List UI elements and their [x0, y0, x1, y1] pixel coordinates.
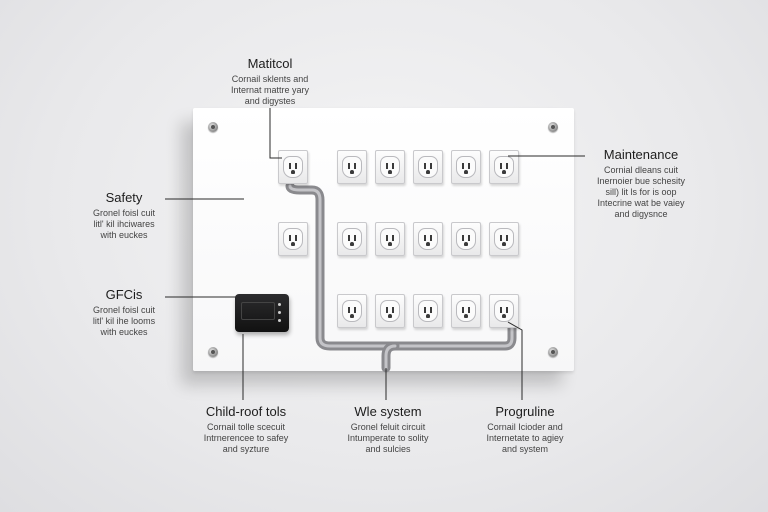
outlet-icon: [337, 294, 367, 328]
screw-icon: [208, 347, 218, 357]
outlet-icon: [375, 150, 405, 184]
outlet-icon: [375, 294, 405, 328]
callout-maintenance: Maintenance Cornial dleans cuit Inernoie…: [578, 147, 704, 220]
outlet-icon: [451, 222, 481, 256]
gfci-outlet-icon: [235, 294, 289, 332]
callout-description: Cornial dleans cuit Inernoier bue schesi…: [596, 165, 686, 219]
callout-title: GFCis: [105, 287, 143, 302]
outlet-icon: [451, 294, 481, 328]
gfci-indicator: [278, 311, 281, 314]
callout-description: Gronel feluit circuit Intumperate to sol…: [347, 422, 429, 454]
outlet-icon: [337, 150, 367, 184]
callout-title: Maintenance: [603, 147, 679, 162]
outlet-icon: [278, 222, 308, 256]
callout-title: Child-roof tols: [205, 404, 287, 419]
outlet-icon: [489, 222, 519, 256]
gfci-indicator: [278, 319, 281, 322]
screw-icon: [208, 122, 218, 132]
callout-title: Safety: [105, 190, 143, 205]
outlet-icon: [413, 150, 443, 184]
outlet-icon: [489, 294, 519, 328]
gfci-indicator: [278, 303, 281, 306]
outlet-icon: [413, 222, 443, 256]
callout-description: Cornail sklents and Internat mattre yary…: [230, 74, 310, 106]
callout-description: Cornail tolle scecuit Intrnerencee to sa…: [203, 422, 289, 454]
callout-top: Matitcol Cornail sklents and Internat ma…: [205, 56, 335, 107]
callout-gfcis: GFCis Gronel foisl cuit litl' kil ihe lo…: [66, 287, 182, 338]
callout-safety: Safety Gronel foisl cuit litl' kil ihciw…: [66, 190, 182, 241]
callout-title: Wle system: [354, 404, 422, 419]
outlet-icon: [451, 150, 481, 184]
outlet-icon: [413, 294, 443, 328]
callout-description: Gronel foisl cuit litl' kil ihe looms wi…: [92, 305, 156, 337]
outlet-icon: [337, 222, 367, 256]
outlet-icon: [375, 222, 405, 256]
gfci-test-button: [241, 302, 275, 320]
callout-progruline: Progruline Cornail Icioder and Interneta…: [460, 404, 590, 455]
callout-description: Gronel foisl cuit litl' kil ihciwares wi…: [92, 208, 156, 240]
callout-description: Cornail Icioder and Internetate to agiey…: [486, 422, 564, 454]
callout-title: Progruline: [495, 404, 555, 419]
callout-title: Matitcol: [247, 56, 293, 71]
screw-icon: [548, 122, 558, 132]
screw-icon: [548, 347, 558, 357]
callout-child-proof: Child-roof tols Cornail tolle scecuit In…: [178, 404, 314, 455]
outlet-icon: [278, 150, 308, 184]
callout-wire-system: Wle system Gronel feluit circuit Intumpe…: [325, 404, 451, 455]
